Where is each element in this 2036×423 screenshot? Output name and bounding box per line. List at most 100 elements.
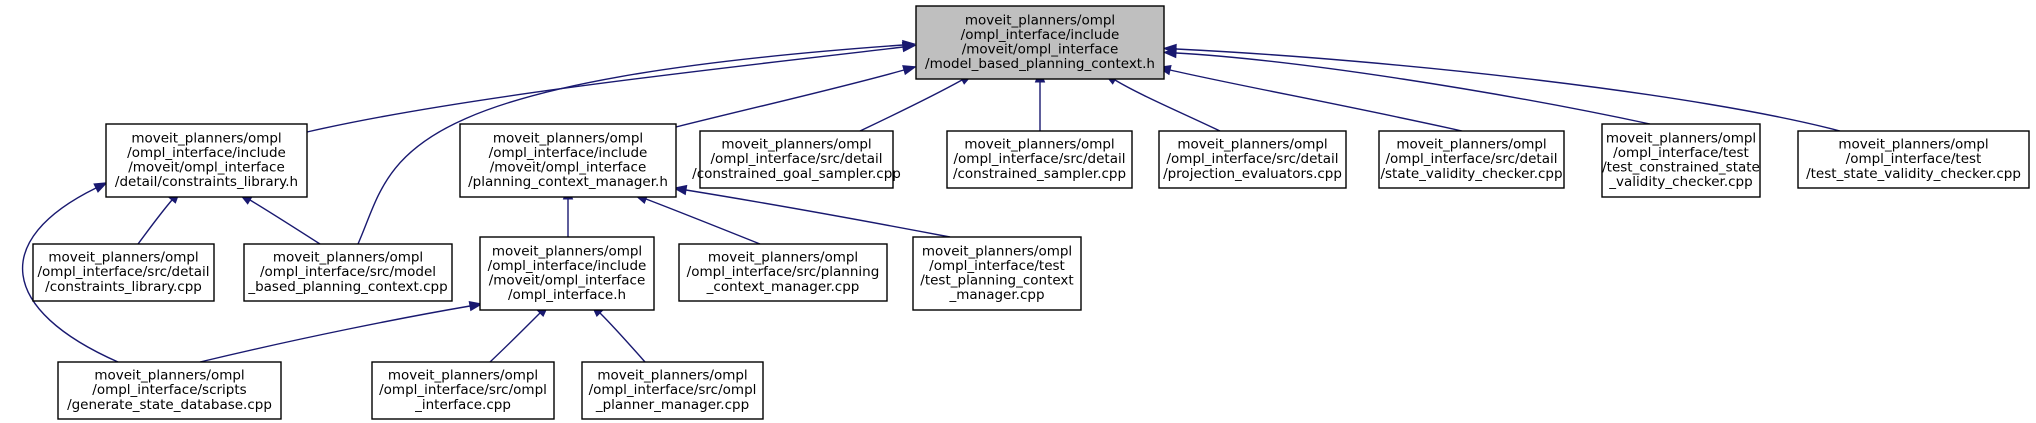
edge-line [22,187,119,363]
node-label-line: moveit_planners/ompl [492,243,642,259]
edge-generate_state_database_cpp-to-constraints_library_h [22,182,119,363]
edge-arrowhead [902,39,917,51]
node-label-line: /moveit/ompl_interface [962,42,1119,58]
node-label-line: /ompl_interface/src/detail [1386,151,1558,167]
node-label-line: /test_constrained_state [1602,160,1760,176]
node-label-line: moveit_planners/ompl [708,250,858,266]
node-label-line: moveit_planners/ompl [493,130,643,146]
node-label-line: moveit_planners/ompl [94,368,244,384]
node-planning-context-manager-cpp[interactable]: moveit_planners/ompl/ompl_interface/src/… [678,243,888,302]
node-label-line: moveit_planners/ompl [964,137,1114,153]
node-box[interactable] [1797,130,2030,189]
edge-constrained_goal_sampler_cpp-to-root [859,73,974,132]
node-label-line: /ompl_interface/src/detail [954,151,1126,167]
edge-planning_context_manager_h-to-root [675,65,917,128]
node-label-line: /test_state_validity_checker.cpp [1806,166,2021,182]
node-label-line: /moveit/ompl_interface [490,160,647,176]
node-label-line: moveit_planners/ompl [131,130,281,146]
node-box[interactable] [912,236,1082,311]
node-label-line: moveit_planners/ompl [1606,130,1756,146]
edge-line [249,199,321,245]
edge-line [645,198,761,245]
node-ompl-planner-manager-cpp[interactable]: moveit_planners/ompl/ompl_interface/src/… [581,361,764,420]
node-box[interactable] [581,361,764,420]
node-label-line: _planner_manager.cpp [595,397,749,413]
edge-model_based_planning_context_cpp-to-root [357,39,917,245]
node-label-line: /ompl_interface/src/model [260,264,436,280]
node-label-line: /ompl_interface/scripts [92,382,246,398]
node-box[interactable] [699,130,894,189]
node-label-line: /test_planning_context [920,273,1073,289]
node-label-line: /ompl_interface/test [929,258,1065,274]
node-label-line: _manager.cpp [948,287,1044,303]
node-box[interactable] [371,361,555,420]
node-label-line: /ompl_interface/include [961,27,1120,43]
edge-test_planning_context_manager_cpp-to-planning_context_manager_h [672,184,951,238]
node-box[interactable] [678,243,888,302]
node-label-line: /ompl_interface/include [127,145,286,161]
node-label-line: /generate_state_database.cpp [67,397,272,413]
edge-line [357,44,904,245]
node-box[interactable] [946,130,1133,189]
node-label-line: moveit_planners/ompl [721,137,871,153]
node-label-line: /ompl_interface/include [488,258,647,274]
node-state-validity-checker-cpp[interactable]: moveit_planners/ompl/ompl_interface/src/… [1378,130,1565,189]
node-constraints-library-cpp[interactable]: moveit_planners/ompl/ompl_interface/src/… [32,243,215,302]
node-box[interactable] [243,243,453,302]
node-root[interactable]: moveit_planners/ompl/ompl_interface/incl… [915,5,1165,80]
node-label-line: /projection_evaluators.cpp [1163,166,1342,182]
node-ompl-interface-h[interactable]: moveit_planners/ompl/ompl_interface/incl… [479,236,655,311]
node-box[interactable] [479,236,655,311]
node-label-line: /moveit/ompl_interface [128,160,285,176]
node-label-line: moveit_planners/ompl [922,243,1072,259]
edge-line [1175,48,1841,132]
node-box[interactable] [1601,123,1761,198]
edge-test_state_validity_checker_cpp-to-root [1162,43,1841,132]
node-box[interactable] [1378,130,1565,189]
edge-arrowhead [468,300,484,312]
node-label-line: /ompl_interface/src/detail [38,264,210,280]
node-test-planning-context-manager-cpp[interactable]: moveit_planners/ompl/ompl_interface/test… [912,236,1082,311]
node-label-line: moveit_planners/ompl [273,250,423,266]
node-test-constrained-state-validity-checker-cpp[interactable]: moveit_planners/ompl/ompl_interface/test… [1601,123,1761,198]
node-model-based-planning-context-cpp[interactable]: moveit_planners/ompl/ompl_interface/src/… [243,243,453,302]
edge-line [1175,52,1651,125]
node-label-line: _validity_checker.cpp [1608,174,1752,190]
edge-line [199,305,471,363]
edge-arrowhead [93,182,109,193]
node-label-line: moveit_planners/ompl [1396,137,1546,153]
node-ompl-interface-cpp[interactable]: moveit_planners/ompl/ompl_interface/src/… [371,361,555,420]
node-box[interactable] [32,243,215,302]
node-label-line: /ompl_interface/src/ompl [379,382,547,398]
edge-line [306,46,904,133]
node-label-line: /constrained_sampler.cpp [953,166,1126,182]
node-projection-evaluators-cpp[interactable]: moveit_planners/ompl/ompl_interface/src/… [1158,130,1347,189]
node-label-line: moveit_planners/ompl [388,368,538,384]
node-label-line: _interface.cpp [414,397,511,413]
node-box[interactable] [57,361,282,420]
node-label-line: moveit_planners/ompl [48,250,198,266]
node-generate-state-database-cpp[interactable]: moveit_planners/ompl/ompl_interface/scri… [57,361,282,420]
edge-constraints_library_h-to-root [306,41,917,133]
edge-line [1114,79,1221,132]
edge-ompl_planner_manager_cpp-to-ompl_interface_h [590,303,646,363]
node-box[interactable] [105,123,308,198]
node-constrained-goal-sampler-cpp[interactable]: moveit_planners/ompl/ompl_interface/src/… [692,130,901,189]
node-label-line: /ompl_interface/test [1846,151,1982,167]
edge-arrowhead [672,184,688,196]
node-label-line: moveit_planners/ompl [965,12,1115,28]
node-label-line: /constraints_library.cpp [45,279,202,295]
node-box[interactable] [1158,130,1347,189]
node-label-line: /state_validity_checker.cpp [1380,166,1562,182]
node-label-line: /ompl_interface.h [508,287,626,303]
node-constrained-sampler-cpp[interactable]: moveit_planners/ompl/ompl_interface/src/… [946,130,1133,189]
edge-arrowhead [1162,43,1177,55]
node-label-line: moveit_planners/ompl [597,368,747,384]
node-box[interactable] [459,123,677,198]
node-label-line: /detail/constraints_library.h [115,174,298,190]
node-test-state-validity-checker-cpp[interactable]: moveit_planners/ompl/ompl_interface/test… [1797,130,2030,189]
node-planning-context-manager-h[interactable]: moveit_planners/ompl/ompl_interface/incl… [459,123,677,198]
node-box[interactable] [915,5,1165,80]
node-constraints-library-h[interactable]: moveit_planners/ompl/ompl_interface/incl… [105,123,308,198]
